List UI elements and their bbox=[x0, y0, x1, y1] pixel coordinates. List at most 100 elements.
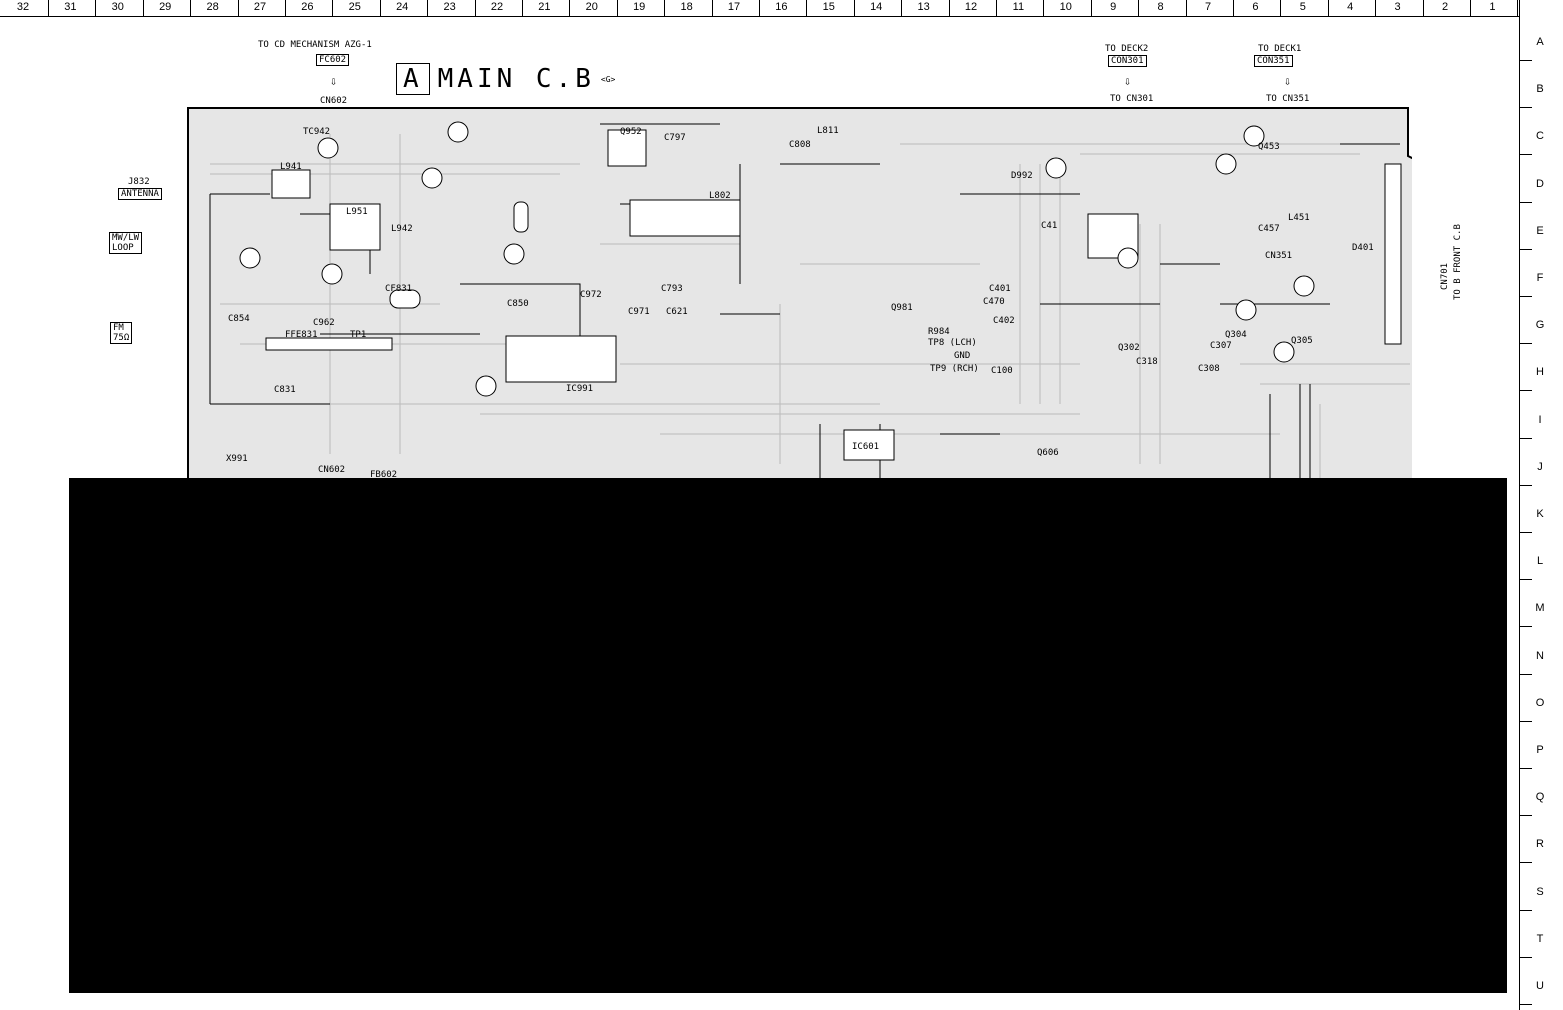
ruler-row-label: H bbox=[1536, 366, 1544, 379]
ruler-tick bbox=[1470, 0, 1471, 16]
component-label: C308 bbox=[1198, 364, 1220, 374]
ruler-column-label: 17 bbox=[727, 1, 741, 13]
component-label: C621 bbox=[666, 307, 688, 317]
ruler-row-label: J bbox=[1537, 460, 1543, 473]
ruler-tick bbox=[1520, 532, 1532, 533]
to-cn301-label: TO CN301 bbox=[1110, 94, 1154, 104]
ruler-column-label: 11 bbox=[1012, 1, 1025, 13]
ruler-tick bbox=[806, 0, 808, 16]
ruler-tick bbox=[1043, 0, 1045, 16]
component-label: L811 bbox=[817, 126, 839, 136]
ruler-column-label: 28 bbox=[206, 1, 219, 13]
ruler-row-label: F bbox=[1536, 272, 1544, 284]
ruler-row-label: O bbox=[1535, 696, 1545, 709]
ruler-tick bbox=[901, 0, 903, 16]
component-label: D992 bbox=[1011, 171, 1033, 181]
ruler-tick bbox=[1520, 154, 1532, 156]
ruler-column-label: 29 bbox=[159, 1, 172, 13]
component-label: TP9 (RCH) bbox=[930, 364, 979, 374]
pcb-layout bbox=[187, 107, 1412, 484]
component-label: Q305 bbox=[1291, 336, 1313, 346]
ruler-row-label: C bbox=[1536, 130, 1544, 143]
ruler-row-label: U bbox=[1536, 980, 1544, 992]
ruler-column-label: 16 bbox=[775, 1, 788, 13]
arrow-down-icon: ⇩ bbox=[1284, 74, 1292, 88]
component-label: C797 bbox=[664, 133, 686, 143]
component-label: C401 bbox=[989, 284, 1011, 294]
ruler-tick bbox=[1520, 909, 1532, 911]
ruler-column-label: 32 bbox=[16, 1, 30, 13]
ruler-row-label: D bbox=[1536, 177, 1544, 190]
ruler-row-label: A bbox=[1536, 36, 1544, 48]
cd-mechanism-label: TO CD MECHANISM AZG-1 bbox=[258, 40, 372, 50]
l802-package bbox=[607, 129, 647, 167]
cn701-label: CN701 bbox=[1440, 262, 1450, 290]
ruler-tick bbox=[1520, 248, 1532, 250]
ruler-tick bbox=[1520, 60, 1532, 61]
l951-package bbox=[329, 203, 381, 251]
component-label: C854 bbox=[228, 314, 250, 324]
board-title: MAIN C.B bbox=[437, 64, 595, 94]
ruler-tick bbox=[48, 0, 49, 16]
component-label: C971 bbox=[628, 307, 650, 317]
ruler-column-label: 10 bbox=[1059, 1, 1072, 13]
ruler-tick bbox=[1520, 484, 1532, 486]
ruler-tick bbox=[427, 0, 429, 16]
ruler-tick bbox=[142, 0, 144, 16]
component-label: FB602 bbox=[370, 470, 398, 480]
ruler-row-label: G bbox=[1535, 319, 1545, 332]
cn601-package bbox=[1384, 163, 1402, 345]
component-label: X991 bbox=[226, 454, 248, 464]
arrow-down-icon: ⇩ bbox=[1124, 74, 1132, 88]
ruler-row-label: E bbox=[1536, 224, 1544, 237]
component-label: L951 bbox=[346, 207, 368, 217]
component-label: FFE831 bbox=[285, 330, 318, 340]
ruler-column-label: 31 bbox=[64, 1, 77, 13]
board-marker: A bbox=[396, 63, 430, 95]
ruler-tick bbox=[474, 0, 476, 16]
ruler-column-label: 13 bbox=[917, 1, 930, 13]
ruler-tick bbox=[1520, 673, 1532, 675]
ruler-column-label: 2 bbox=[1441, 1, 1449, 13]
ruler-column-label: 6 bbox=[1252, 1, 1259, 13]
ruler-column-label: 19 bbox=[633, 1, 646, 13]
component-label: CN351 bbox=[1265, 251, 1293, 261]
ruler-tick bbox=[1520, 1004, 1532, 1005]
component-label: CF831 bbox=[385, 284, 413, 294]
ruler-tick bbox=[332, 0, 334, 16]
ruler-tick bbox=[1520, 579, 1532, 581]
component-label: C831 bbox=[274, 385, 296, 395]
component-label: C793 bbox=[661, 284, 683, 294]
ruler-tick bbox=[285, 0, 286, 16]
component-label: CN602 bbox=[318, 465, 346, 475]
component-label: L451 bbox=[1288, 213, 1310, 223]
ruler-tick bbox=[1517, 0, 1519, 16]
ruler-tick bbox=[1422, 0, 1424, 16]
component-label: C307 bbox=[1210, 341, 1232, 351]
ruler-tick bbox=[1520, 437, 1532, 439]
component-label: Q981 bbox=[891, 303, 913, 313]
ruler-tick bbox=[1520, 390, 1532, 392]
ruler-tick bbox=[759, 0, 760, 16]
ruler-tick bbox=[1520, 201, 1532, 203]
component-label: Q952 bbox=[620, 127, 642, 137]
component-label: Q606 bbox=[1037, 448, 1059, 458]
ruler-column-label: 24 bbox=[396, 1, 409, 13]
ruler-tick bbox=[1520, 956, 1532, 958]
component-label: L802 bbox=[709, 191, 731, 201]
ruler-column-label: 14 bbox=[870, 1, 883, 13]
ruler-row-label: B bbox=[1536, 83, 1544, 96]
component-label: C402 bbox=[993, 316, 1015, 326]
ruler-column-label: 22 bbox=[490, 1, 504, 13]
antenna-label: ANTENNA bbox=[118, 188, 162, 200]
ruler-column-label: 7 bbox=[1204, 1, 1212, 13]
ruler-tick bbox=[1520, 862, 1532, 864]
component-label: Q453 bbox=[1258, 142, 1280, 152]
ruler-tick bbox=[190, 0, 192, 16]
ruler-tick bbox=[237, 0, 239, 16]
